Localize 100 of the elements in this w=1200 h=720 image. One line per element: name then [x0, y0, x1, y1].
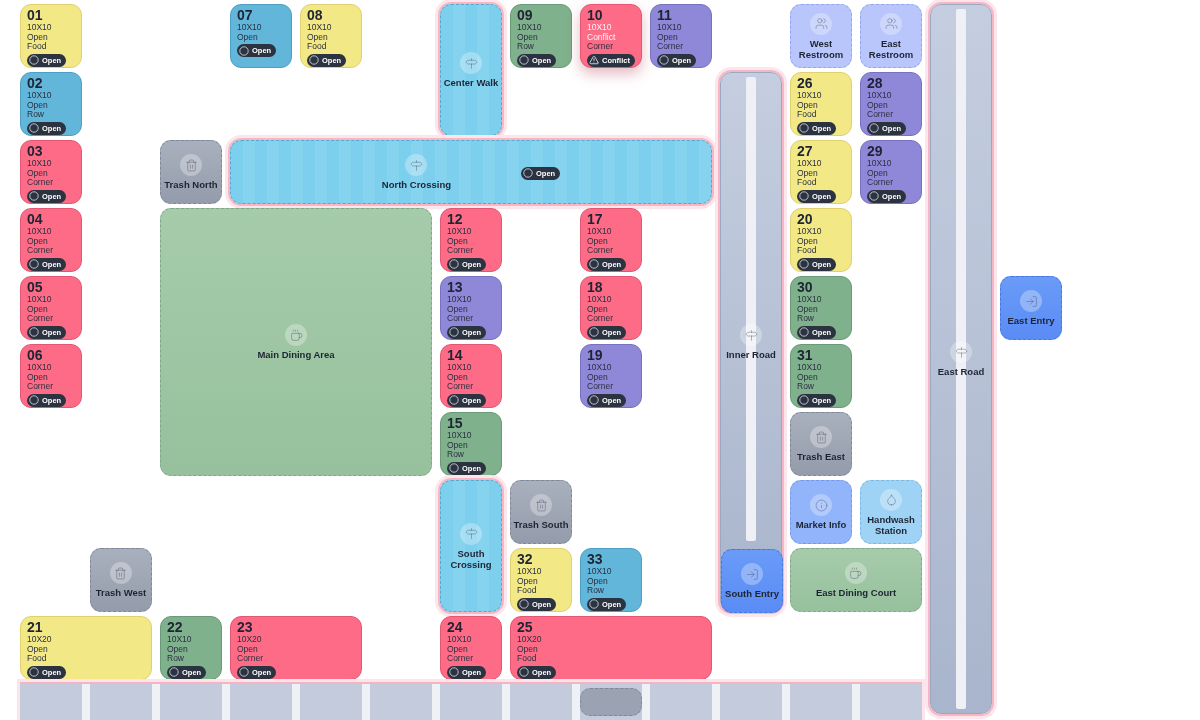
- booth-category: Corner: [27, 246, 53, 256]
- booth-size: 10X10: [797, 295, 822, 305]
- booth-size: 10X10: [27, 295, 52, 305]
- booth-status: Open: [27, 236, 48, 246]
- booth-status: Open: [237, 32, 258, 42]
- booth-status: Open: [797, 304, 818, 314]
- booth-number: 17: [587, 212, 603, 227]
- area-label: South Crossing: [449, 547, 493, 570]
- booth-status: Open: [517, 644, 538, 654]
- booth-number: 33: [587, 552, 603, 567]
- booth-number: 04: [27, 212, 43, 227]
- info-area: [790, 480, 852, 544]
- booth-size: 10X20: [27, 635, 52, 645]
- booth-category: Row: [587, 586, 604, 596]
- booth-size: 10X10: [587, 295, 612, 305]
- booth-category: Row: [27, 110, 44, 120]
- area-label: Center Walk: [443, 77, 499, 88]
- booth: [790, 276, 852, 340]
- booth-number: 25: [517, 620, 533, 635]
- booth-number: 06: [27, 348, 43, 363]
- booth: [790, 140, 852, 204]
- area-label: East Entry: [1007, 315, 1055, 326]
- booth-category: Corner: [447, 314, 473, 324]
- booth-category: Corner: [657, 42, 683, 52]
- booth-number: 23: [237, 620, 253, 635]
- booth-category: Food: [797, 110, 817, 120]
- booth-number: 27: [797, 144, 813, 159]
- booth: [20, 140, 82, 204]
- booth-category: Food: [517, 586, 537, 596]
- booth-size: 10X10: [797, 159, 822, 169]
- booth-status: Conflict: [587, 32, 616, 42]
- booth-number: 10: [587, 8, 603, 23]
- area-label: East Road: [937, 366, 985, 377]
- booth-category: Row: [797, 314, 814, 324]
- booth-size: 10X10: [447, 431, 472, 441]
- booth-size: 10X10: [447, 363, 472, 373]
- booth-category: Food: [307, 42, 327, 52]
- booth-status: Open: [27, 644, 48, 654]
- booth-size: 10X10: [797, 227, 822, 237]
- booth-status: Open: [27, 100, 48, 110]
- booth-category: Food: [797, 246, 817, 256]
- area-label: North Crossing: [381, 179, 451, 190]
- booth: [440, 208, 502, 272]
- booth-size: 10X10: [447, 635, 472, 645]
- booth-status: Open: [307, 32, 328, 42]
- booth-category: Row: [517, 42, 534, 52]
- trash-area: [90, 548, 152, 612]
- booth-size: 10X10: [517, 567, 542, 577]
- booth-status: Open: [517, 32, 538, 42]
- booth-number: 08: [307, 8, 323, 23]
- dining-area: [790, 548, 922, 612]
- booth-status: Open: [657, 32, 678, 42]
- booth-number: 15: [447, 416, 463, 431]
- booth: [580, 276, 642, 340]
- booth-status: Open: [797, 372, 818, 382]
- booth-number: 03: [27, 144, 43, 159]
- booth: [510, 548, 572, 612]
- area-label: Trash East: [796, 451, 846, 462]
- booth: [790, 344, 852, 408]
- area-label: Inner Road: [726, 349, 776, 360]
- booth-number: 28: [867, 76, 883, 91]
- booth: [440, 344, 502, 408]
- booth-number: 32: [517, 552, 533, 567]
- area-label: East Restroom: [867, 37, 915, 60]
- area-label: Trash North: [164, 179, 218, 190]
- booth-size: 10X10: [587, 23, 612, 33]
- booth-size: 10X10: [587, 363, 612, 373]
- booth-status: Open: [587, 576, 608, 586]
- booth-number: 01: [27, 8, 43, 23]
- booth-category: Row: [447, 450, 464, 460]
- entrance-area: [1000, 276, 1062, 340]
- booth-status: Open: [867, 168, 888, 178]
- booth: [440, 276, 502, 340]
- booth-number: 11: [657, 8, 672, 23]
- booth-size: 10X10: [27, 91, 52, 101]
- booth-size: 10X10: [27, 23, 52, 33]
- booth: [230, 616, 362, 680]
- booth-size: 10X10: [167, 635, 192, 645]
- booth-category: Corner: [447, 654, 473, 664]
- booth: [860, 140, 922, 204]
- booth-number: 21: [27, 620, 43, 635]
- booth-status: Open: [587, 372, 608, 382]
- booth-size: 10X10: [27, 159, 52, 169]
- booth-size: 10X10: [587, 567, 612, 577]
- booth-status: Open: [27, 168, 48, 178]
- booth-number: 09: [517, 8, 533, 23]
- booth-number: 30: [797, 280, 813, 295]
- booth-size: 10X10: [27, 227, 52, 237]
- dining-area: [160, 208, 432, 476]
- booth-size: 10X20: [517, 635, 542, 645]
- booth-number: 07: [237, 8, 253, 23]
- booth-status: Open: [517, 576, 538, 586]
- booth-number: 29: [867, 144, 883, 159]
- booth-number: 18: [587, 280, 603, 295]
- booth-status: Open: [587, 304, 608, 314]
- booth-category: Corner: [27, 178, 53, 188]
- booth-category: Food: [27, 42, 47, 52]
- booth: [790, 72, 852, 136]
- booth-category: Corner: [867, 178, 893, 188]
- booth-status: Open: [27, 372, 48, 382]
